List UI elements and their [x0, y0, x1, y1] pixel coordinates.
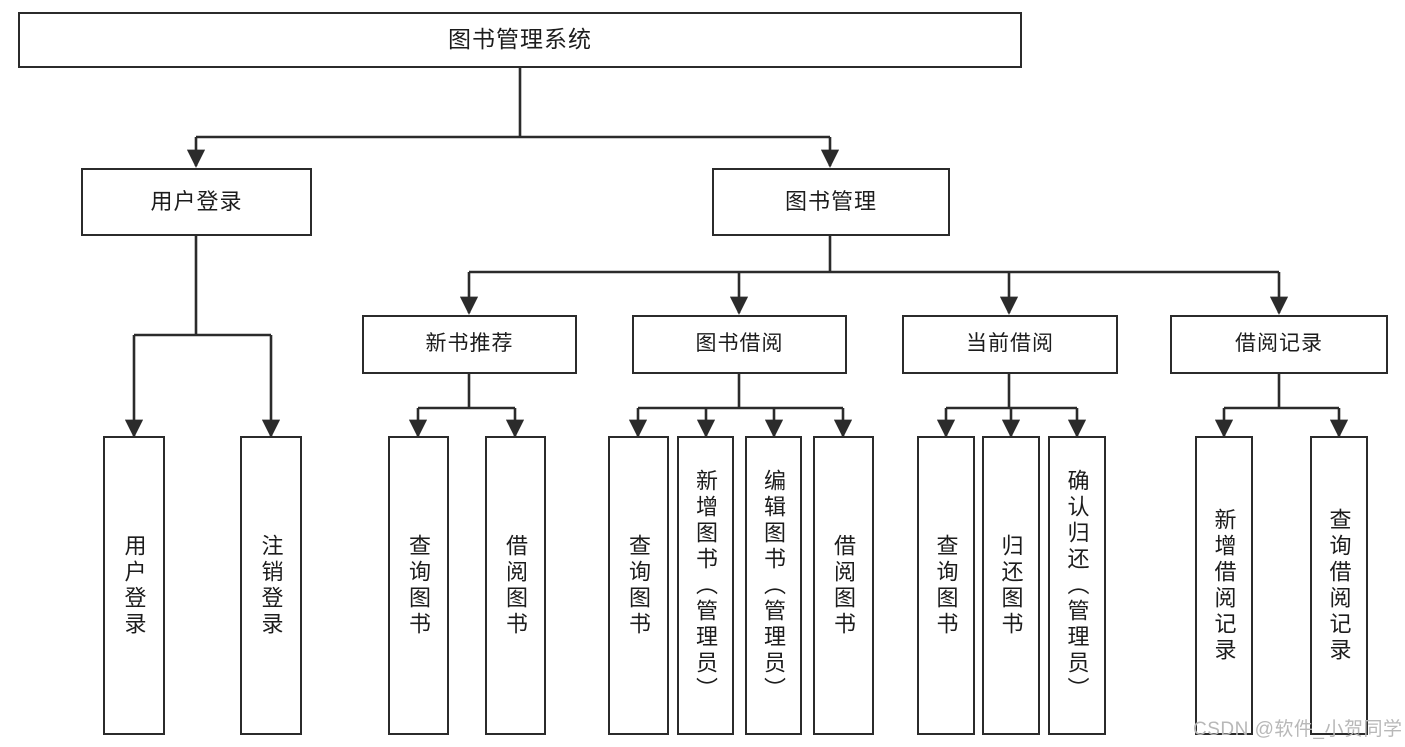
node-label: 确认归还（管理员）	[1064, 468, 1090, 703]
node-current-borrow[interactable]: 当前借阅	[902, 315, 1118, 374]
node-label: 注销登录	[258, 533, 284, 638]
leaf-user-login[interactable]: 用户登录	[103, 436, 165, 735]
node-label: 查询图书	[626, 533, 652, 638]
leaf-edit-book-admin[interactable]: 编辑图书（管理员）	[745, 436, 802, 735]
node-new-book-recommend[interactable]: 新书推荐	[362, 315, 577, 374]
leaf-return-book[interactable]: 归还图书	[982, 436, 1040, 735]
node-book-management[interactable]: 图书管理	[712, 168, 950, 236]
node-label: 查询图书	[406, 533, 432, 638]
node-label: 查询借阅记录	[1326, 507, 1352, 664]
leaf-query-book-borrow[interactable]: 查询图书	[608, 436, 669, 735]
leaf-borrow-book[interactable]: 借阅图书	[813, 436, 874, 735]
node-label: 借阅记录	[1235, 332, 1323, 356]
node-book-management-system[interactable]: 图书管理系统	[18, 12, 1022, 68]
leaf-logout[interactable]: 注销登录	[240, 436, 302, 735]
node-label: 图书管理系统	[448, 26, 592, 53]
leaf-query-book-current[interactable]: 查询图书	[917, 436, 975, 735]
leaf-add-borrow-record[interactable]: 新增借阅记录	[1195, 436, 1253, 735]
node-label: 用户登录	[121, 533, 147, 638]
leaf-add-book-admin[interactable]: 新增图书（管理员）	[677, 436, 734, 735]
node-label: 借阅图书	[831, 533, 857, 638]
node-label: 查询图书	[933, 533, 959, 638]
node-book-borrow[interactable]: 图书借阅	[632, 315, 847, 374]
node-label: 编辑图书（管理员）	[761, 468, 787, 703]
node-label: 用户登录	[150, 189, 243, 215]
node-label: 新增图书（管理员）	[693, 468, 719, 703]
node-label: 归还图书	[998, 533, 1024, 638]
node-label: 借阅图书	[503, 533, 529, 638]
leaf-query-borrow-record[interactable]: 查询借阅记录	[1310, 436, 1368, 735]
watermark: CSDN @软件_小贺同学	[1193, 719, 1403, 740]
node-label: 当前借阅	[966, 332, 1054, 356]
node-label: 新书推荐	[425, 332, 514, 356]
node-user-login[interactable]: 用户登录	[81, 168, 312, 236]
leaf-confirm-return-admin[interactable]: 确认归还（管理员）	[1048, 436, 1106, 735]
leaf-query-book-recommend[interactable]: 查询图书	[388, 436, 449, 735]
node-label: 图书借阅	[695, 332, 784, 356]
leaf-borrow-book-recommend[interactable]: 借阅图书	[485, 436, 546, 735]
node-label: 新增借阅记录	[1211, 507, 1237, 664]
node-label: 图书管理	[784, 189, 877, 215]
node-borrow-record[interactable]: 借阅记录	[1170, 315, 1388, 374]
